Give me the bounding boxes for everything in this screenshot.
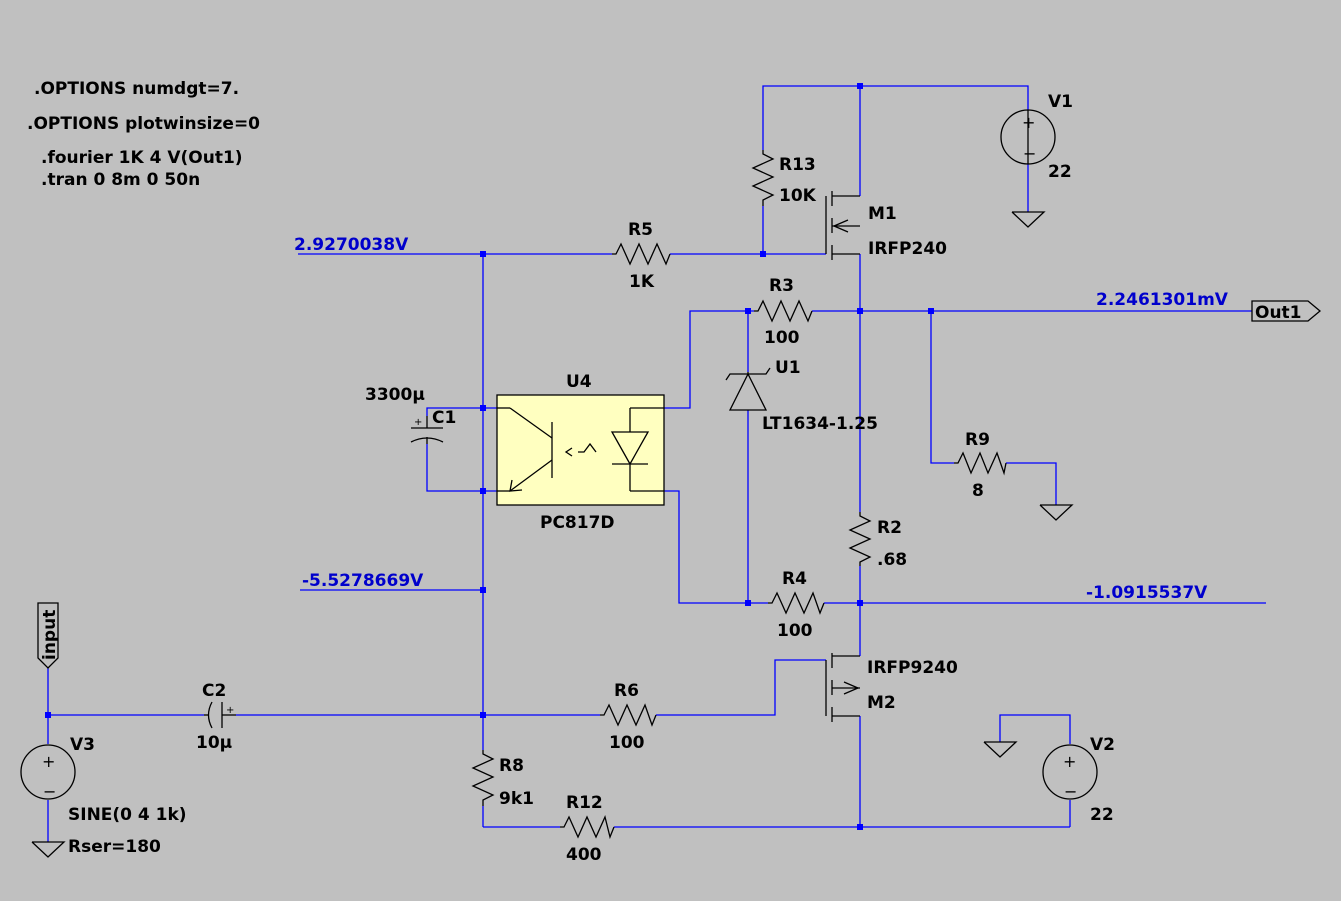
- c1-name: C1: [432, 408, 456, 428]
- u4-value: PC817D: [540, 513, 615, 533]
- out1-port[interactable]: [1251, 300, 1322, 322]
- r8-symbol[interactable]: [471, 750, 495, 806]
- svg-text:+: +: [414, 417, 422, 428]
- r5-name: R5: [628, 220, 653, 240]
- r6-symbol[interactable]: [600, 703, 657, 727]
- v3-name: V3: [70, 735, 95, 755]
- directive-tran[interactable]: .tran 0 8m 0 50n: [41, 170, 200, 190]
- r9-name: R9: [965, 430, 990, 450]
- r12-symbol[interactable]: [560, 815, 615, 840]
- v3-symbol[interactable]: + −: [20, 744, 76, 801]
- u1-name: U1: [775, 358, 801, 378]
- r5-value: 1K: [629, 272, 655, 292]
- c2-symbol[interactable]: +: [204, 701, 236, 729]
- m2-symbol[interactable]: [825, 653, 860, 722]
- r13-symbol[interactable]: [751, 150, 775, 206]
- r4-symbol[interactable]: [768, 591, 825, 615]
- svg-text:+: +: [226, 705, 234, 716]
- r9-symbol[interactable]: [954, 451, 1007, 476]
- v2-name: V2: [1090, 735, 1115, 755]
- r8-value: 9k1: [499, 789, 534, 809]
- r3-symbol[interactable]: [754, 299, 813, 323]
- directive-numdgt[interactable]: .OPTIONS numdgt=7.: [34, 79, 239, 99]
- c2-value: 10µ: [196, 733, 232, 753]
- u4-symbol[interactable]: [496, 394, 665, 506]
- m2-value: IRFP9240: [867, 658, 958, 678]
- v2-symbol[interactable]: + −: [1042, 744, 1098, 801]
- svg-text:−: −: [1064, 782, 1077, 801]
- svg-text:−: −: [43, 782, 56, 801]
- input-label: input: [40, 610, 60, 660]
- r13-value: 10K: [779, 186, 817, 206]
- v1-value: 22: [1048, 162, 1072, 182]
- r6-name: R6: [614, 681, 639, 701]
- voltage-right-node: -1.0915537V: [1086, 583, 1208, 603]
- r12-name: R12: [566, 793, 603, 813]
- junctions: [45, 83, 934, 830]
- r6-value: 100: [609, 733, 645, 753]
- v1-symbol[interactable]: + −: [1000, 109, 1056, 165]
- v3-value: SINE(0 4 1k): [68, 805, 187, 825]
- voltage-out-node: 2.2461301mV: [1096, 290, 1229, 310]
- r12-value: 400: [566, 845, 602, 865]
- v1-name: V1: [1048, 92, 1073, 112]
- u1-symbol[interactable]: [725, 367, 771, 411]
- c1-symbol[interactable]: +: [410, 416, 444, 444]
- input-port[interactable]: [37, 602, 59, 669]
- c2-name: C2: [202, 681, 226, 701]
- m1-name: M1: [868, 204, 897, 224]
- r8-name: R8: [499, 756, 524, 776]
- ground-v2: [983, 741, 1018, 758]
- directive-plotwinsize[interactable]: .OPTIONS plotwinsize=0: [27, 114, 260, 134]
- r13-name: R13: [779, 155, 816, 175]
- u4-name: U4: [566, 372, 592, 392]
- r3-name: R3: [769, 276, 794, 296]
- r2-symbol[interactable]: [848, 512, 872, 566]
- voltage-top-node: 2.9270038V: [294, 235, 409, 255]
- wires: [47, 85, 1266, 842]
- r3-value: 100: [764, 328, 800, 348]
- ground-r9: [1039, 504, 1074, 521]
- v2-value: 22: [1090, 805, 1114, 825]
- svg-text:+: +: [42, 752, 55, 771]
- r2-name: R2: [877, 518, 902, 538]
- u1-value: LT1634-1.25: [762, 414, 878, 434]
- r9-value: 8: [972, 481, 984, 501]
- c1-value: 3300µ: [365, 385, 425, 405]
- r4-name: R4: [782, 569, 807, 589]
- m1-symbol[interactable]: [825, 191, 860, 260]
- out1-label: Out1: [1255, 303, 1302, 323]
- r4-value: 100: [777, 621, 813, 641]
- directive-fourier[interactable]: .fourier 1K 4 V(Out1): [41, 148, 243, 168]
- voltage-mid-node: -5.5278669V: [302, 571, 424, 591]
- m2-name: M2: [867, 693, 896, 713]
- ground-v3: [31, 841, 66, 858]
- r2-value: .68: [877, 550, 907, 570]
- svg-text:−: −: [1023, 144, 1036, 163]
- v3-rser: Rser=180: [68, 837, 161, 857]
- svg-text:+: +: [1063, 752, 1076, 771]
- svg-text:+: +: [1022, 113, 1035, 132]
- r5-symbol[interactable]: [612, 242, 671, 266]
- ground-v1: [1011, 211, 1046, 228]
- m1-value: IRFP240: [868, 239, 947, 259]
